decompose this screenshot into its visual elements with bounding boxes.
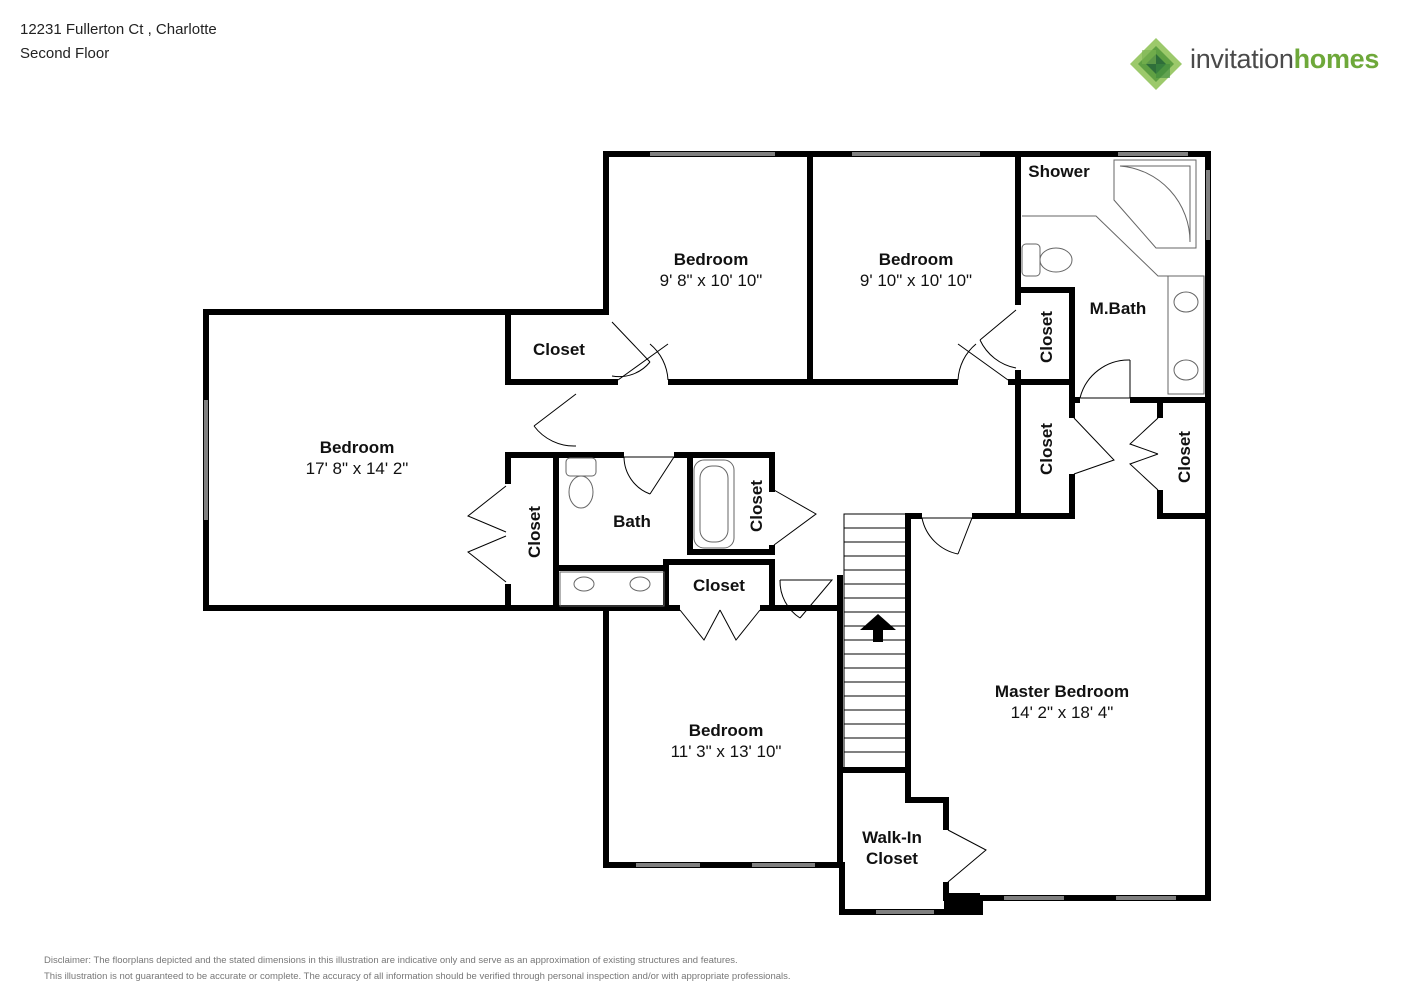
room-name-shower: Shower xyxy=(1028,162,1090,181)
room-name-bath: Bath xyxy=(613,512,651,531)
room-name-closet: Closet xyxy=(525,506,544,558)
room-name: Bedroom xyxy=(674,250,749,269)
logo-word-invitation: invitation xyxy=(1190,44,1294,74)
logo-diamond-icon xyxy=(1130,38,1182,90)
room-name-walk-in: Walk-In xyxy=(862,828,922,847)
sink-icon xyxy=(1173,291,1199,313)
room-dimensions: 9' 10" x 10' 10" xyxy=(860,271,972,290)
room-dimensions: 9' 8" x 10' 10" xyxy=(660,271,763,290)
bathroom-fixtures xyxy=(559,159,1205,607)
room-name-closet: Closet xyxy=(1037,423,1056,475)
toilet-icon xyxy=(565,457,597,477)
sink-icon xyxy=(629,576,651,592)
room-dimensions: 17' 8" x 14' 2" xyxy=(306,459,409,478)
window-lines xyxy=(205,153,1209,913)
door-swings xyxy=(467,309,1159,883)
room-name-master-bath: M.Bath xyxy=(1090,299,1147,318)
wall-block xyxy=(944,893,980,911)
toilet-icon xyxy=(1021,243,1041,277)
floor-label: Second Floor xyxy=(20,45,110,62)
room-name: Bedroom xyxy=(320,438,395,457)
door-openings xyxy=(504,305,1164,882)
sink-icon xyxy=(573,576,595,592)
room-name: Bedroom xyxy=(879,250,954,269)
room-name-walk-in: Closet xyxy=(866,849,918,868)
corner-tub-icon xyxy=(1113,159,1197,249)
disclaimer-line-1: Disclaimer: The floorplans depicted and … xyxy=(44,955,738,966)
room-name: Master Bedroom xyxy=(995,682,1129,701)
disclaimer-line-2: This illustration is not guaranteed to b… xyxy=(44,971,791,982)
stair-up-arrow-icon xyxy=(860,614,896,642)
room-name-closet: Closet xyxy=(747,480,766,532)
logo-word-homes: homes xyxy=(1293,44,1380,74)
staircase xyxy=(843,513,907,771)
room-name-closet: Closet xyxy=(533,340,585,359)
room-dimensions: 11' 3" x 13' 10" xyxy=(671,742,782,761)
invitation-homes-logo: invitationhomes xyxy=(1128,36,1398,92)
room-name-closet: Closet xyxy=(1037,311,1056,363)
bathtub-icon xyxy=(693,459,735,549)
room-name-closet: Closet xyxy=(693,576,745,595)
sink-icon xyxy=(1173,359,1199,381)
room-name: Bedroom xyxy=(689,721,764,740)
property-address: 12231 Fullerton Ct , Charlotte xyxy=(20,21,217,38)
room-name-closet: Closet xyxy=(1175,431,1194,483)
room-dimensions: 14' 2" x 18' 4" xyxy=(1011,703,1114,722)
